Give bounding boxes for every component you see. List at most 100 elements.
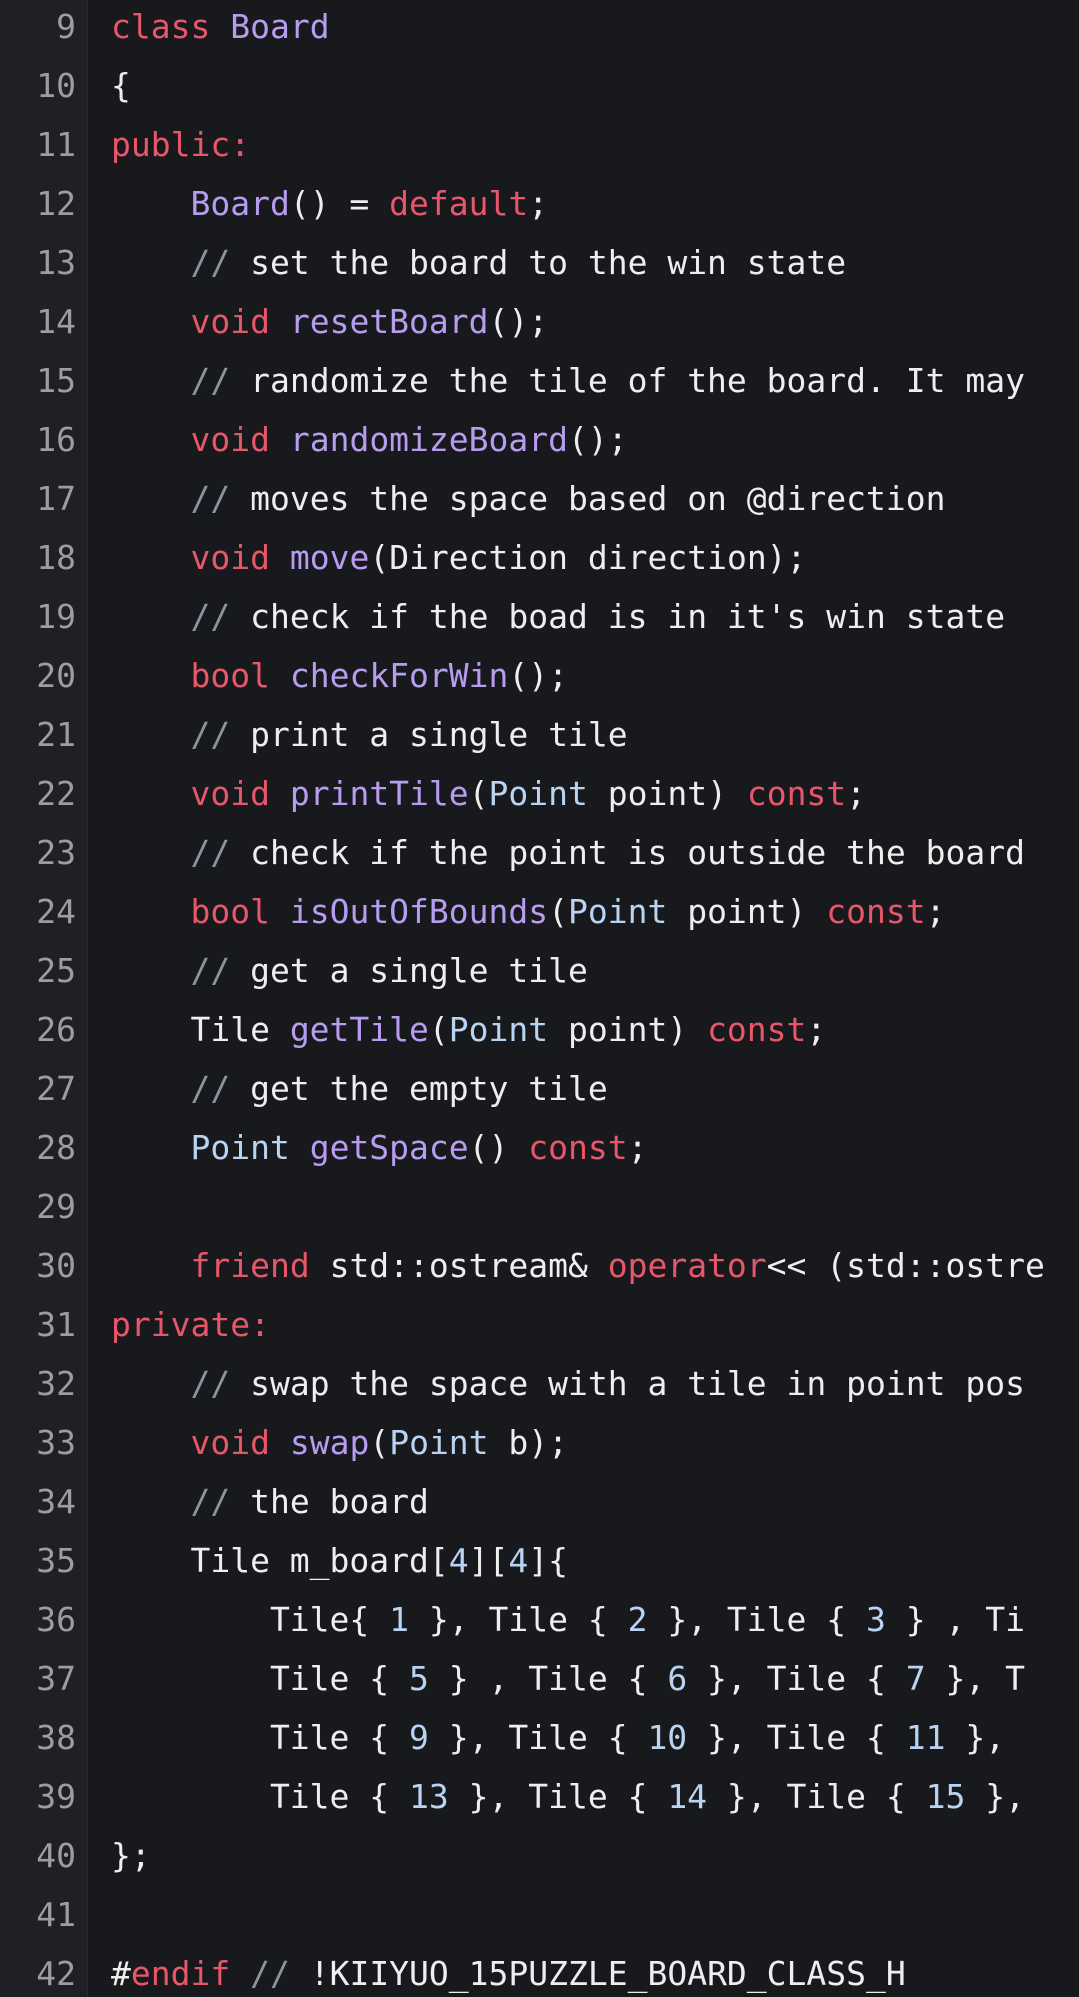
line-number: 28 (36, 1128, 76, 1167)
line-number: 41 (36, 1895, 76, 1934)
code-text: Tile getTile(Point point) const; (111, 1008, 826, 1052)
code-token: Tile m_board[ (111, 1541, 449, 1580)
code-token: move (289, 538, 370, 577)
code-token: checkForWin (289, 656, 509, 695)
code-token: }; (111, 1836, 151, 1875)
code-token: endif (130, 1954, 231, 1993)
code-line[interactable]: 16 void randomizeBoard(); (0, 413, 1079, 472)
code-token: }, (965, 1777, 1025, 1816)
code-line[interactable]: 40}; (0, 1829, 1079, 1888)
code-line[interactable]: 34 // the board (0, 1475, 1079, 1534)
code-line[interactable]: 33 void swap(Point b); (0, 1416, 1079, 1475)
code-token: ( (548, 892, 568, 931)
code-token (111, 774, 190, 813)
code-token: ; (925, 892, 946, 931)
code-text: Tile{ 1 }, Tile { 2 }, Tile { 3 } , Ti (111, 1598, 1025, 1642)
code-line[interactable]: 17 // moves the space based on @directio… (0, 472, 1079, 531)
code-text: // check if the boad is in it's win stat… (111, 595, 1005, 639)
code-line[interactable]: 38 Tile { 9 }, Tile { 10 }, Tile { 11 }, (0, 1711, 1079, 1770)
code-token: 9 (409, 1718, 429, 1757)
code-token: ]{ (528, 1541, 569, 1580)
line-number: 38 (36, 1718, 76, 1757)
code-text: // print a single tile (111, 713, 627, 757)
code-token: Tile (111, 1010, 290, 1049)
code-line[interactable]: 35 Tile m_board[4][4]{ (0, 1534, 1079, 1593)
code-token: point) (548, 1010, 708, 1049)
code-token: getSpace (309, 1128, 469, 1167)
code-text: { (111, 64, 131, 108)
code-line[interactable]: 18 void move(Direction direction); (0, 531, 1079, 590)
code-token (111, 656, 190, 695)
line-number: 15 (36, 361, 76, 400)
code-token: Tile { (111, 1718, 410, 1757)
code-token: set the board to the win state (230, 243, 847, 282)
code-token: Tile{ (111, 1600, 390, 1639)
code-token: Point (448, 1010, 549, 1049)
code-line[interactable]: 23 // check if the point is outside the … (0, 826, 1079, 885)
code-token: Point (389, 1423, 489, 1462)
code-line[interactable]: 39 Tile { 13 }, Tile { 14 }, Tile { 15 }… (0, 1770, 1079, 1829)
code-token: void (190, 538, 270, 577)
code-line[interactable]: 20 bool checkForWin(); (0, 649, 1079, 708)
code-token: }, T (925, 1659, 1025, 1698)
code-line[interactable]: 15 // randomize the tile of the board. I… (0, 354, 1079, 413)
code-token: void (190, 1423, 270, 1462)
code-text: class Board (111, 5, 330, 49)
code-token: b); (488, 1423, 569, 1462)
code-text: // swap the space with a tile in point p… (111, 1362, 1025, 1406)
code-text: void printTile(Point point) const; (111, 772, 866, 816)
code-token: }, Tile { (707, 1777, 926, 1816)
code-line[interactable]: 28 Point getSpace() const; (0, 1121, 1079, 1180)
line-number: 11 (36, 125, 76, 164)
line-number: 21 (36, 715, 76, 754)
code-line[interactable]: 29 (0, 1180, 1079, 1239)
code-line[interactable]: 42#endif // !KIIYUO_15PUZZLE_BOARD_CLASS… (0, 1947, 1079, 1997)
code-text: }; (111, 1834, 151, 1878)
code-token: // (190, 833, 231, 872)
code-line[interactable]: 12 Board() = default; (0, 177, 1079, 236)
code-line[interactable]: 26 Tile getTile(Point point) const; (0, 1003, 1079, 1062)
code-line[interactable]: 22 void printTile(Point point) const; (0, 767, 1079, 826)
code-line[interactable]: 24 bool isOutOfBounds(Point point) const… (0, 885, 1079, 944)
code-token: Board (190, 184, 290, 223)
code-line[interactable]: 41 (0, 1888, 1079, 1947)
code-line[interactable]: 32 // swap the space with a tile in poin… (0, 1357, 1079, 1416)
code-token: 14 (667, 1777, 708, 1816)
code-line[interactable]: 19 // check if the boad is in it's win s… (0, 590, 1079, 649)
code-token: 2 (627, 1600, 648, 1639)
code-line[interactable]: 36 Tile{ 1 }, Tile { 2 }, Tile { 3 } , T… (0, 1593, 1079, 1652)
code-token: ( (468, 774, 489, 813)
code-line[interactable]: 21 // print a single tile (0, 708, 1079, 767)
code-token: << (std::ostre (766, 1246, 1045, 1285)
code-line[interactable]: 30 friend std::ostream& operator<< (std:… (0, 1239, 1079, 1298)
code-token: bool (190, 656, 270, 695)
code-token: swap the space with a tile in point pos (230, 1364, 1025, 1403)
code-line[interactable]: 25 // get a single tile (0, 944, 1079, 1003)
line-number: 29 (36, 1187, 76, 1226)
line-number: 17 (36, 479, 76, 518)
code-text: Tile { 13 }, Tile { 14 }, Tile { 15 }, (111, 1775, 1025, 1819)
code-token: ][ (468, 1541, 509, 1580)
code-text: Tile m_board[4][4]{ (111, 1539, 568, 1583)
code-token: get the empty tile (230, 1069, 608, 1108)
code-line[interactable]: 10{ (0, 59, 1079, 118)
code-text: Board() = default; (111, 182, 548, 226)
line-number: 34 (36, 1482, 76, 1521)
code-token: () (468, 1128, 529, 1167)
line-number: 33 (36, 1423, 76, 1462)
code-line[interactable]: 37 Tile { 5 } , Tile { 6 }, Tile { 7 }, … (0, 1652, 1079, 1711)
code-token: randomize the tile of the board. It may (230, 361, 1025, 400)
code-line[interactable]: 14 void resetBoard(); (0, 295, 1079, 354)
line-number: 27 (36, 1069, 76, 1108)
code-token: 7 (905, 1659, 926, 1698)
code-line[interactable]: 13 // set the board to the win state (0, 236, 1079, 295)
code-token: } , Tile { (428, 1659, 668, 1698)
line-number: 24 (36, 892, 76, 931)
code-token: bool (190, 892, 270, 931)
code-line[interactable]: 27 // get the empty tile (0, 1062, 1079, 1121)
